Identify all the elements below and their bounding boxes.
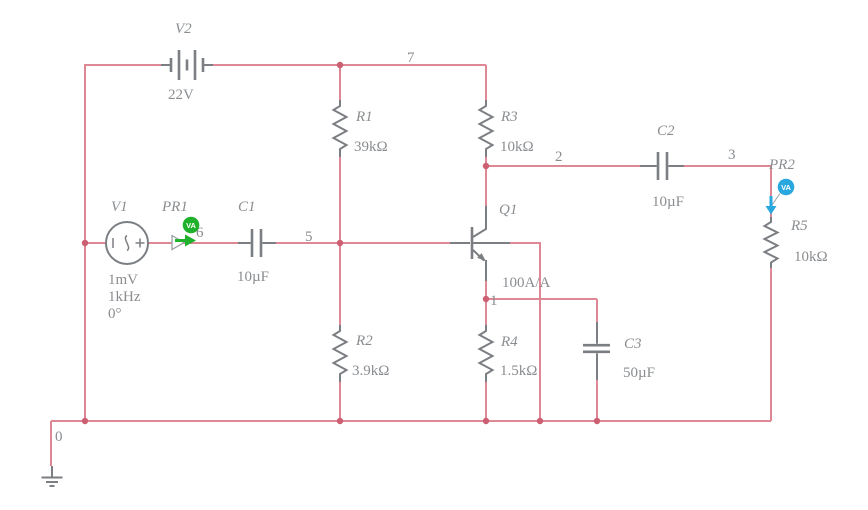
refdes-c2: C2 xyxy=(657,123,675,139)
resistor-body[interactable] xyxy=(762,217,780,268)
capacitor-c1[interactable]: C1 10µF xyxy=(237,199,276,285)
refdes-r3: R3 xyxy=(500,109,518,125)
resistor-r2[interactable]: R2 3.9kΩ xyxy=(331,325,390,382)
value-c1: 10µF xyxy=(237,269,269,285)
node-label-1: 1 xyxy=(490,293,498,309)
node-label-6: 6 xyxy=(196,225,204,241)
junction-dot xyxy=(81,239,89,247)
resistor-body[interactable] xyxy=(477,100,495,157)
value-v1-phase: 0° xyxy=(108,306,122,322)
emitter-lead xyxy=(472,249,487,281)
node-label-5: 5 xyxy=(305,229,313,245)
node-label-3: 3 xyxy=(728,147,736,163)
value-v2: 22V xyxy=(168,87,194,103)
value-q1: 100A/A xyxy=(502,275,551,291)
node-label-2: 2 xyxy=(555,149,563,165)
refdes-r1: R1 xyxy=(355,109,373,125)
refdes-v2: V2 xyxy=(175,21,192,37)
node-labels: 0 1 2 3 5 6 7 xyxy=(55,50,736,445)
refdes-q1: Q1 xyxy=(499,202,517,218)
wire-node1-row[interactable] xyxy=(486,298,598,421)
junction-dot xyxy=(81,417,89,425)
refdes-r2: R2 xyxy=(355,333,373,349)
refdes-v1: V1 xyxy=(111,199,128,215)
value-c3: 50µF xyxy=(623,365,655,381)
probe-badge[interactable] xyxy=(777,178,795,196)
capacitor-plates[interactable] xyxy=(250,229,263,257)
value-r5: 10kΩ xyxy=(794,249,828,265)
refdes-c3: C3 xyxy=(624,336,642,352)
wire-vcc-branches[interactable] xyxy=(339,65,487,100)
resistor-body[interactable] xyxy=(331,100,349,157)
resistor-r1[interactable]: R1 39kΩ xyxy=(331,100,388,157)
resistor-body[interactable] xyxy=(331,325,349,382)
value-r3: 10kΩ xyxy=(500,139,534,155)
ac-source-v1[interactable]: V1 1mV 1kHz 0° xyxy=(105,199,149,322)
value-c2: 10µF xyxy=(652,194,684,210)
probe-badge[interactable] xyxy=(182,216,200,234)
source-circle[interactable] xyxy=(105,221,149,265)
resistor-r4[interactable]: R4 1.5kΩ xyxy=(477,325,538,382)
junction-dot xyxy=(482,162,490,170)
sine-icon xyxy=(124,234,130,252)
junction-dots xyxy=(81,61,601,425)
capacitor-plates[interactable] xyxy=(583,343,610,354)
value-v1-frequency: 1kHz xyxy=(108,289,141,305)
junction-dot xyxy=(336,417,344,425)
junction-dot xyxy=(536,417,544,425)
ground-bars xyxy=(41,476,63,487)
wire-collector-out[interactable] xyxy=(486,165,772,217)
refdes-c1: C1 xyxy=(238,199,256,215)
junction-dot xyxy=(336,239,344,247)
refdes-r4: R4 xyxy=(500,334,518,350)
probe-attach-triangle xyxy=(171,234,186,251)
battery-plates xyxy=(169,50,205,80)
probe-pr2[interactable]: PR2 VA xyxy=(765,157,796,215)
resistor-r3[interactable]: R3 10kΩ xyxy=(477,100,534,157)
wire-net[interactable] xyxy=(50,64,772,466)
value-v1-amplitude: 1mV xyxy=(108,272,138,288)
junction-dot xyxy=(482,417,490,425)
probe-pr1[interactable]: PR1 VA xyxy=(161,199,200,251)
refdes-pr2: PR2 xyxy=(768,157,795,173)
junction-dot xyxy=(593,417,601,425)
refdes-r5: R5 xyxy=(790,218,808,234)
probe-badge-label: VA xyxy=(781,183,791,192)
battery-v2[interactable]: V2 22V xyxy=(161,21,213,103)
collector-lead xyxy=(472,206,487,238)
resistor-r5[interactable]: R5 10kΩ xyxy=(762,217,828,268)
value-r2: 3.9kΩ xyxy=(352,363,389,379)
value-r1: 39kΩ xyxy=(354,139,388,155)
probe-arrow-head xyxy=(185,234,196,247)
capacitor-plates[interactable] xyxy=(656,152,669,180)
wire-base-right-down[interactable] xyxy=(510,242,541,421)
ground-symbol[interactable] xyxy=(41,466,63,487)
node-label-0: 0 xyxy=(55,429,63,445)
emitter-arrow xyxy=(477,253,486,262)
junction-dot xyxy=(336,61,344,69)
transistor-q1[interactable]: Q1 100A/A xyxy=(450,202,551,291)
probe-leader-line xyxy=(771,193,781,206)
plus-sign xyxy=(135,238,145,248)
node-label-7: 7 xyxy=(407,50,415,66)
probe-badge-label: VA xyxy=(186,221,196,230)
refdes-pr1: PR1 xyxy=(161,199,188,215)
resistor-body[interactable] xyxy=(477,325,495,382)
value-r4: 1.5kΩ xyxy=(500,363,537,379)
wire-bottom-rail[interactable] xyxy=(50,420,771,466)
junction-dot xyxy=(482,295,490,303)
capacitor-c3[interactable]: C3 50µF xyxy=(583,322,655,381)
probe-arrow-head xyxy=(765,206,777,215)
capacitor-c2[interactable]: C2 10µF xyxy=(640,123,684,210)
